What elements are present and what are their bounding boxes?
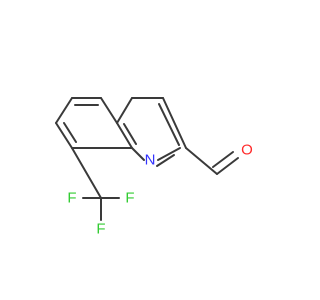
bond-n-c2-inner (156, 154, 175, 167)
bond-c4-c4a (116, 97, 133, 124)
bond-n-c2 (157, 147, 181, 161)
bond-c-o-double (212, 151, 234, 168)
bond-c6-c7 (55, 97, 73, 124)
bonds (55, 97, 239, 221)
fluorine-left-atom-label: F (67, 190, 76, 207)
bond-c7-c8-inner (63, 122, 77, 143)
fluorine-bottom-atom-label: F (96, 221, 105, 238)
oxygen-atom-label: O (241, 142, 253, 159)
bond-c4a-c8a-inner (123, 123, 137, 145)
bond-c4a-c8a (116, 122, 133, 149)
bond-c-o (216, 157, 239, 175)
bond-c4a-c5 (100, 97, 118, 124)
molecule-drawing: N O F F F (55, 97, 253, 238)
bond-c2-c3-inner (158, 103, 180, 146)
bond-c7-c8 (55, 122, 73, 149)
bond-c2-c3 (162, 97, 187, 149)
bond-c2-cho (185, 147, 218, 175)
nitrogen-atom-label: N (145, 152, 156, 169)
atom-labels: N O F F F (67, 142, 252, 238)
structure-canvas: N O F F F (55, 97, 253, 238)
bond-c8a-n (131, 147, 145, 161)
bond-c8-cf3 (71, 147, 102, 199)
fluorine-right-atom-label: F (125, 190, 134, 207)
